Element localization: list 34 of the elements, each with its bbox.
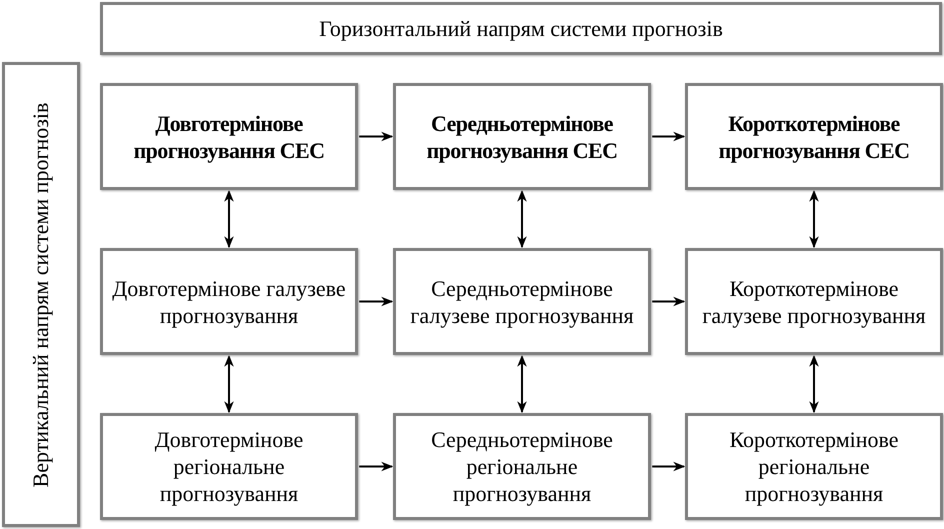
forecast-box <box>685 248 943 355</box>
box-text: Горизонтальний напрям системи прогнозів <box>319 15 723 42</box>
forecast-box <box>685 413 943 520</box>
arrow <box>359 296 394 306</box>
box-text: Середньотермінове прогнозування СЕС <box>426 110 618 164</box>
box-text: Довготермінове регіональне прогнозування <box>154 426 304 507</box>
arrow <box>517 190 527 248</box>
forecast-box <box>393 413 651 520</box>
arrow <box>652 296 686 306</box>
forecast-box <box>393 83 651 190</box>
arrow <box>652 462 686 472</box>
arrow <box>224 190 234 248</box>
arrow <box>517 354 527 414</box>
box-text: Короткотермінове галузеве прогнозування <box>701 274 927 328</box>
forecast-box <box>685 83 943 190</box>
box-text: Довготермінове прогнозування СЕС <box>132 110 326 164</box>
arrow <box>224 354 234 414</box>
box-text: Довготермінове галузеве прогнозування <box>111 274 347 328</box>
arrow <box>359 132 394 142</box>
box-text: Середньотермінове галузеве прогнозування <box>409 274 635 328</box>
forecast-box <box>393 248 651 355</box>
arrow <box>652 132 686 142</box>
forecast-box <box>100 413 358 520</box>
vertical-direction-box <box>2 62 80 527</box>
forecast-box <box>100 248 358 355</box>
arrow <box>809 354 819 414</box>
horizontal-direction-box <box>100 2 942 55</box>
box-text: Вертикальний напрям системи прогнозів <box>28 101 54 489</box>
arrow <box>809 190 819 248</box>
arrow <box>359 462 394 472</box>
forecast-box <box>100 83 358 190</box>
box-text: Середньотермінове регіональне прогнозування <box>430 426 614 507</box>
box-text: Короткотермінове регіональне прогнозування <box>728 426 900 507</box>
box-text: Короткотермінове прогнозування СЕС <box>718 110 910 164</box>
